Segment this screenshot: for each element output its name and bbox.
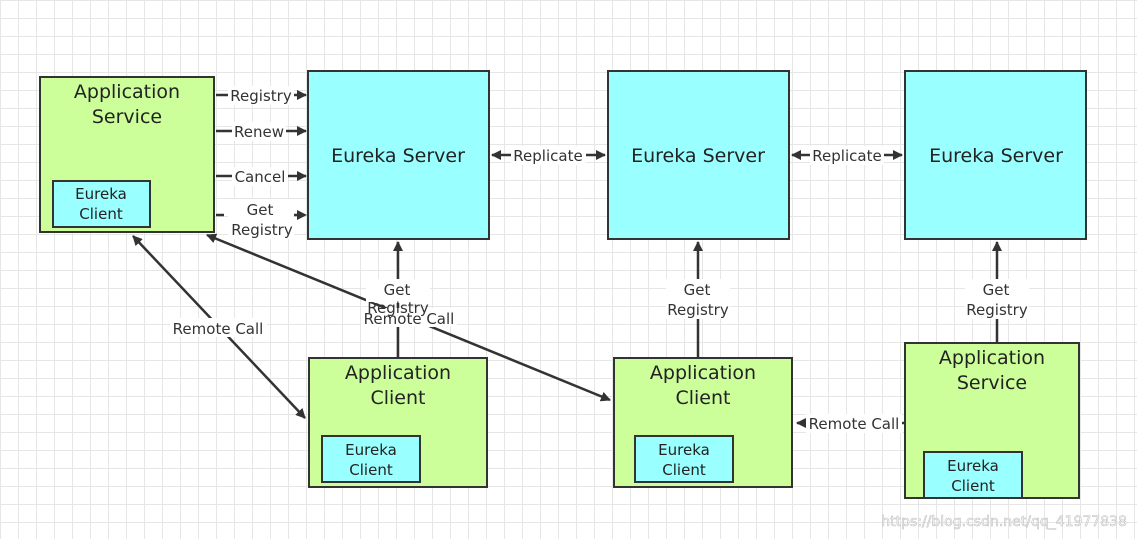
get-registry-label-2: Registry [231, 221, 293, 239]
app-client-1-title-1: Application [345, 362, 451, 384]
eureka-client-left-line-1: Eureka [75, 185, 127, 203]
renew-label: Renew [234, 123, 284, 141]
remote-call-middle-label: Remote Call [364, 310, 455, 328]
eureka-client-left-line-2: Client [79, 205, 123, 223]
eureka-client-2: Eureka Client [634, 435, 734, 483]
app-service-left-title-2: Service [92, 106, 162, 128]
eureka-server-3: Eureka Server [904, 70, 1087, 240]
replicate-label-2: Replicate [812, 147, 881, 165]
eureka-server-2-label: Eureka Server [631, 145, 765, 167]
client2-get-label: Get [684, 281, 711, 299]
application-client-2: Application Client Eureka Client [613, 357, 793, 488]
eureka-client-1-line-1: Eureka [345, 441, 397, 459]
eureka-client-2-line-1: Eureka [658, 441, 710, 459]
remote-call-left-label: Remote Call [173, 320, 264, 338]
app-service-right-title-2: Service [957, 372, 1027, 394]
eureka-client-1-line-2: Client [349, 461, 393, 479]
app-client-2-title-2: Client [675, 387, 730, 409]
application-service-left: Application Service Eureka Client [39, 76, 215, 233]
eureka-server-2: Eureka Server [607, 70, 790, 240]
app-client-2-title-1: Application [650, 362, 756, 384]
client1-get-label: Get [384, 281, 411, 299]
application-service-right: Application Service Eureka Client [904, 342, 1080, 499]
registry-label: Registry [230, 87, 292, 105]
eureka-client-right-line-1: Eureka [947, 457, 999, 475]
eureka-server-1-label: Eureka Server [331, 145, 465, 167]
client2-registry-label: Registry [667, 301, 729, 319]
eureka-server-1: Eureka Server [307, 70, 490, 240]
service-get-label: Get [983, 281, 1010, 299]
app-service-left-title-1: Application [74, 81, 180, 103]
eureka-client-2-line-2: Client [662, 461, 706, 479]
cancel-label: Cancel [235, 168, 286, 186]
app-client-1-title-2: Client [370, 387, 425, 409]
app-service-right-title-1: Application [939, 347, 1045, 369]
application-client-1: Application Client Eureka Client [308, 357, 488, 488]
eureka-client-1: Eureka Client [321, 435, 421, 483]
client1-registry-label: Registry [367, 299, 429, 317]
get-registry-label-1: Get [247, 201, 274, 219]
remote-call-right-label: Remote Call [809, 415, 900, 433]
eureka-client-right-line-2: Client [951, 477, 995, 495]
eureka-client-right: Eureka Client [923, 451, 1023, 499]
eureka-client-left: Eureka Client [52, 180, 151, 228]
eureka-server-3-label: Eureka Server [929, 145, 1063, 167]
service-registry-label: Registry [966, 301, 1028, 319]
watermark: https://blog.csdn.net/qq_41977838 [881, 514, 1127, 530]
replicate-label-1: Replicate [513, 147, 582, 165]
